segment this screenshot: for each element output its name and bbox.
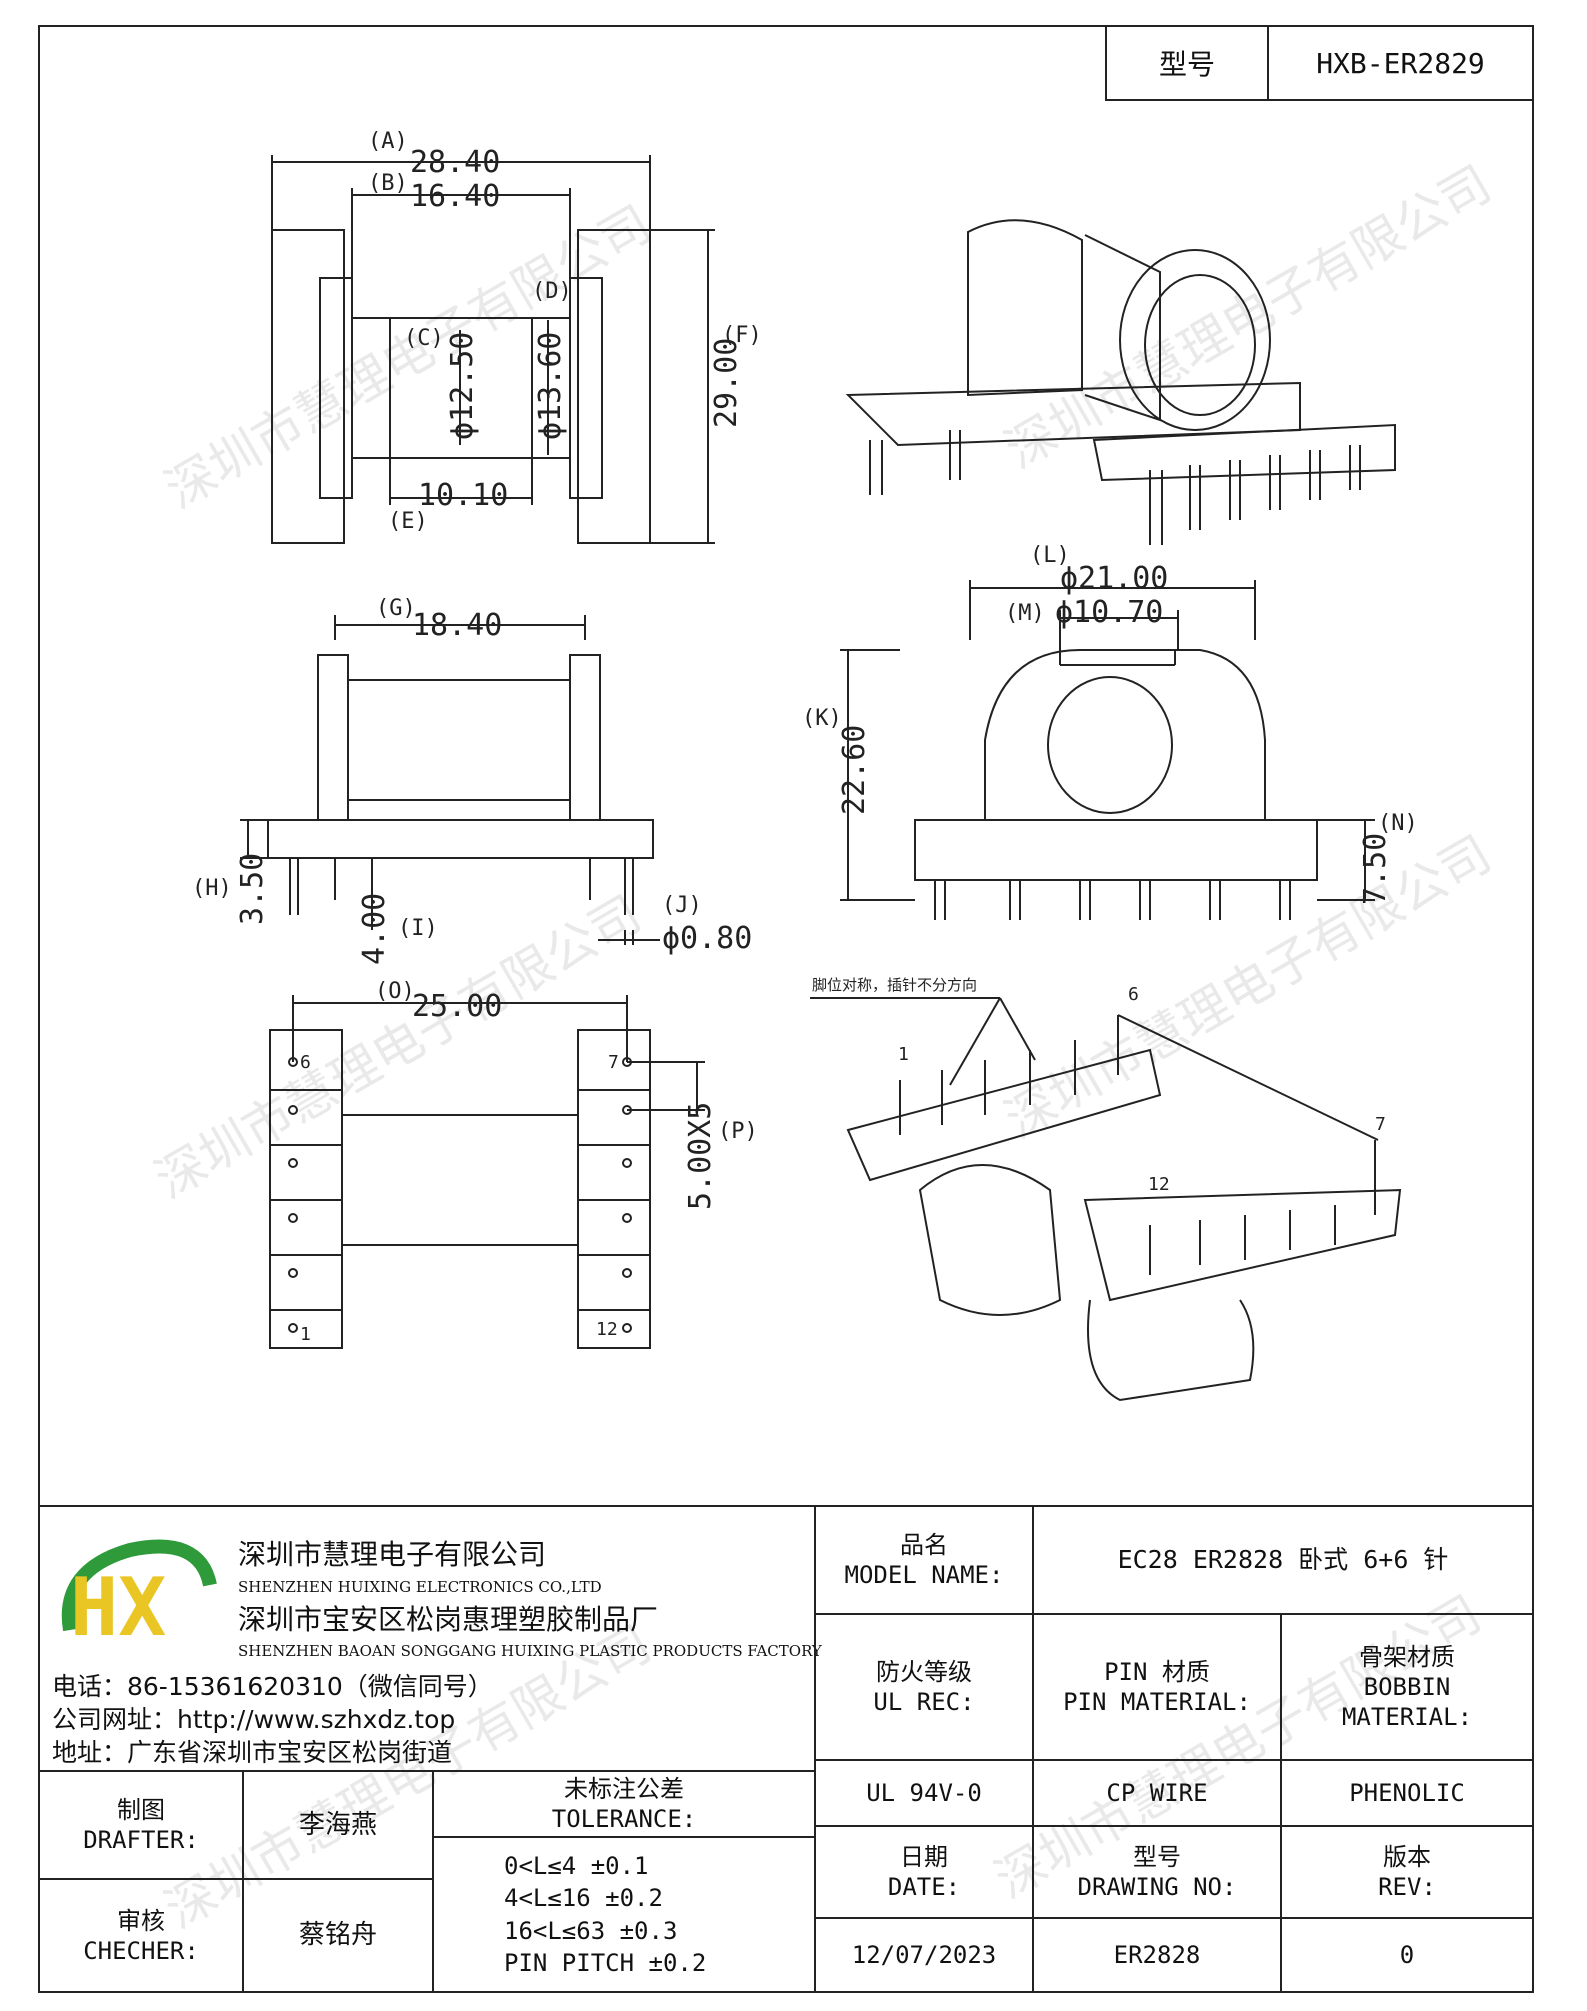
iso-pin-1: 1 <box>898 1044 909 1065</box>
model-name-value: EC28 ER2828 卧式 6+6 针 <box>1032 1505 1534 1615</box>
factory-name-cn: 深圳市宝安区松岗惠理塑胶制品厂 <box>238 1603 659 1636</box>
company-address: 地址：广东省深圳市宝安区松岗街道 <box>52 1738 453 1767</box>
dim-label-P: (P) <box>718 1119 758 1144</box>
rev-value: 0 <box>1280 1917 1534 1993</box>
drafter-name: 李海燕 <box>242 1770 434 1880</box>
dim-value-K: 22.60 <box>837 725 872 815</box>
iso-pin-7: 7 <box>1375 1114 1386 1135</box>
dim-value-G: 18.40 <box>412 608 502 643</box>
bobbin-material-value: PHENOLIC <box>1280 1759 1534 1827</box>
dim-label-J: (J) <box>662 893 702 918</box>
dim-label-N: (N) <box>1378 811 1418 836</box>
company-logo: HX <box>61 1539 217 1654</box>
pin-label-6: 6 <box>300 1052 311 1073</box>
logo-text: HX <box>70 1561 166 1654</box>
dim-value-H: 3.50 <box>235 853 270 925</box>
dim-value-E: 10.10 <box>418 478 508 513</box>
checker-name: 蔡铭舟 <box>242 1878 434 1993</box>
pin-label-7: 7 <box>608 1052 619 1073</box>
dim-value-J: ϕ0.80 <box>662 921 752 956</box>
tolerance-table: 0<L≤4 ±0.1 4<L≤16 ±0.2 16<L≤63 ±0.3 PIN … <box>432 1836 816 1993</box>
top-view <box>271 155 715 544</box>
iso-pin-12: 12 <box>1148 1174 1170 1195</box>
iso-view-top <box>845 219 1396 545</box>
dim-label-A: (A) <box>368 129 408 154</box>
dim-value-P: 5.00X5 <box>683 1102 718 1210</box>
dim-label-C: (C) <box>404 326 444 351</box>
dim-value-B: 16.40 <box>410 179 500 214</box>
divider <box>38 1505 1534 1507</box>
dim-label-F: (F) <box>722 323 762 348</box>
dim-value-I: 4.00 <box>357 893 392 965</box>
dim-label-L: (L) <box>1030 543 1070 568</box>
dim-label-B: (B) <box>368 171 408 196</box>
pin-material-value: CP WIRE <box>1032 1759 1282 1827</box>
company-website: 公司网址：http://www.szhxdz.top <box>52 1705 456 1734</box>
side-view <box>240 615 660 945</box>
pin-label-1: 1 <box>300 1324 311 1345</box>
company-phone: 电话：86-15361620310（微信同号） <box>52 1672 493 1701</box>
dim-value-D: ϕ13.60 <box>533 332 568 440</box>
iso-view-bottom <box>810 997 1402 1402</box>
pin-label-12: 12 <box>596 1319 618 1340</box>
date-value: 12/07/2023 <box>814 1917 1034 1993</box>
factory-name-en: SHENZHEN BAOAN SONGGANG HUIXING PLASTIC … <box>238 1642 822 1660</box>
dim-value-O: 25.00 <box>412 989 502 1024</box>
model-header: 型号 HXB-ER2829 <box>1105 25 1534 101</box>
dim-label-D: (D) <box>532 279 572 304</box>
dim-label-H: (H) <box>192 876 232 901</box>
model-label: 型号 <box>1107 27 1269 99</box>
company-name-en: SHENZHEN HUIXING ELECTRONICS CO.,LTD <box>238 1578 602 1596</box>
dim-label-M: (M) <box>1005 601 1045 626</box>
company-name-cn: 深圳市慧理电子有限公司 <box>238 1538 547 1571</box>
ul-value: UL 94V-0 <box>814 1759 1034 1827</box>
dim-label-I: (I) <box>398 916 438 941</box>
bottom-view <box>269 995 705 1349</box>
dim-value-A: 28.40 <box>410 145 500 180</box>
iso-pin-6: 6 <box>1128 984 1139 1005</box>
dim-label-E: (E) <box>388 509 428 534</box>
model-value: HXB-ER2829 <box>1316 46 1485 80</box>
dim-label-G: (G) <box>376 596 416 621</box>
front-view <box>840 580 1375 920</box>
dim-value-N: 7.50 <box>1358 833 1393 905</box>
dim-label-O: (O) <box>375 979 415 1004</box>
technical-drawing: (A) 28.40 (B) 16.40 (C) ϕ12.50 (D) ϕ13.6… <box>192 129 1418 1402</box>
drawing-no-value: ER2828 <box>1032 1917 1282 1993</box>
dim-value-L: ϕ21.00 <box>1060 561 1168 596</box>
dim-value-M: ϕ10.70 <box>1055 595 1163 630</box>
dim-value-F: 29.00 <box>709 338 744 428</box>
iso-note: 脚位对称，插针不分方向 <box>812 976 977 994</box>
dim-value-C: ϕ12.50 <box>445 332 480 440</box>
dim-label-K: (K) <box>802 706 842 731</box>
